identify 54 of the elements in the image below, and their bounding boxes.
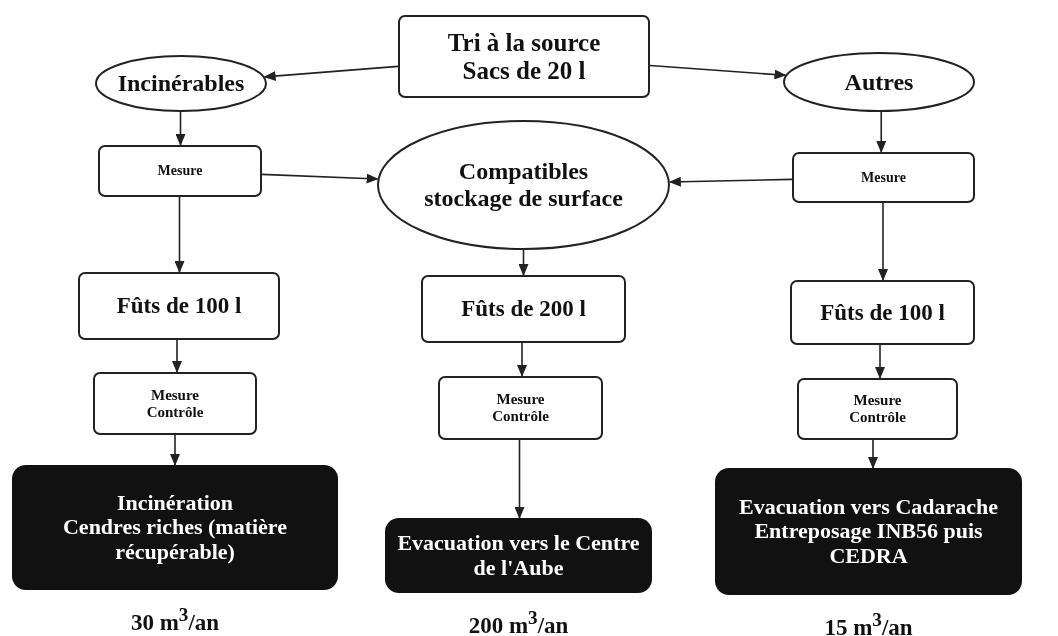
- node-text: Fûts de 200 l: [461, 296, 586, 322]
- arrow: [170, 434, 180, 466]
- arrow: [878, 202, 888, 281]
- process-box: [93, 372, 257, 435]
- destination-box: [12, 465, 338, 590]
- node-text: Mesure: [157, 163, 203, 179]
- process-box: [78, 272, 280, 340]
- arrow: [668, 176, 793, 187]
- node-text: Mesure: [150, 386, 199, 404]
- node-text: Contrôle: [492, 408, 549, 425]
- process-box: [790, 280, 975, 345]
- destination-box: [715, 468, 1022, 595]
- node-text: Tri à la source: [447, 28, 601, 57]
- node-text: Evacuation vers Cadarache: [738, 494, 999, 520]
- node-text: Contrôle: [849, 409, 906, 426]
- arrow: [514, 439, 525, 519]
- process-box: [98, 145, 262, 197]
- node-text: Mesure: [861, 169, 906, 186]
- volume-label: 200 m$^{3}$/an: [467, 607, 570, 636]
- node-text: Cendres riches (matière récupérable): [62, 515, 288, 565]
- node-text: Incinération: [116, 490, 234, 516]
- node-text: Incinérables: [117, 70, 245, 97]
- volume-label: 15 m$^{3}$/an: [823, 609, 914, 636]
- node-text: Mesure: [853, 392, 902, 409]
- node-text: Fûts de 100 l: [116, 293, 242, 319]
- node-text: Evacuation vers le Centre de l'Aube: [396, 530, 641, 581]
- node-text: Entreposage INB56 puis CEDRA: [753, 519, 984, 569]
- arrow: [172, 339, 182, 373]
- arrow: [263, 65, 399, 82]
- process-box: [398, 15, 650, 98]
- arrow: [174, 196, 185, 273]
- arrow: [876, 111, 887, 153]
- destination-box: [385, 518, 652, 593]
- volume-label: 30 m$^{3}$/an: [129, 604, 221, 636]
- arrow: [868, 439, 878, 469]
- arrow: [261, 173, 379, 184]
- node-text: Mesure: [496, 391, 545, 408]
- node-text: Fûts de 100 l: [820, 299, 945, 326]
- category-ellipse: [377, 120, 670, 250]
- process-box: [438, 376, 603, 440]
- arrow: [875, 344, 885, 379]
- process-box: [421, 275, 626, 343]
- arrow: [175, 111, 186, 146]
- process-box: [797, 378, 958, 440]
- node-text: Sacs de 20 l: [462, 56, 586, 85]
- process-box: [792, 152, 975, 203]
- category-ellipse: [783, 52, 975, 112]
- node-text: Contrôle: [146, 403, 204, 421]
- node-text: Autres: [844, 68, 914, 96]
- arrow: [649, 64, 787, 80]
- node-text: Compatibles stockage de surface: [423, 158, 624, 212]
- arrow: [518, 249, 529, 276]
- arrow: [517, 342, 527, 377]
- category-ellipse: [95, 55, 267, 112]
